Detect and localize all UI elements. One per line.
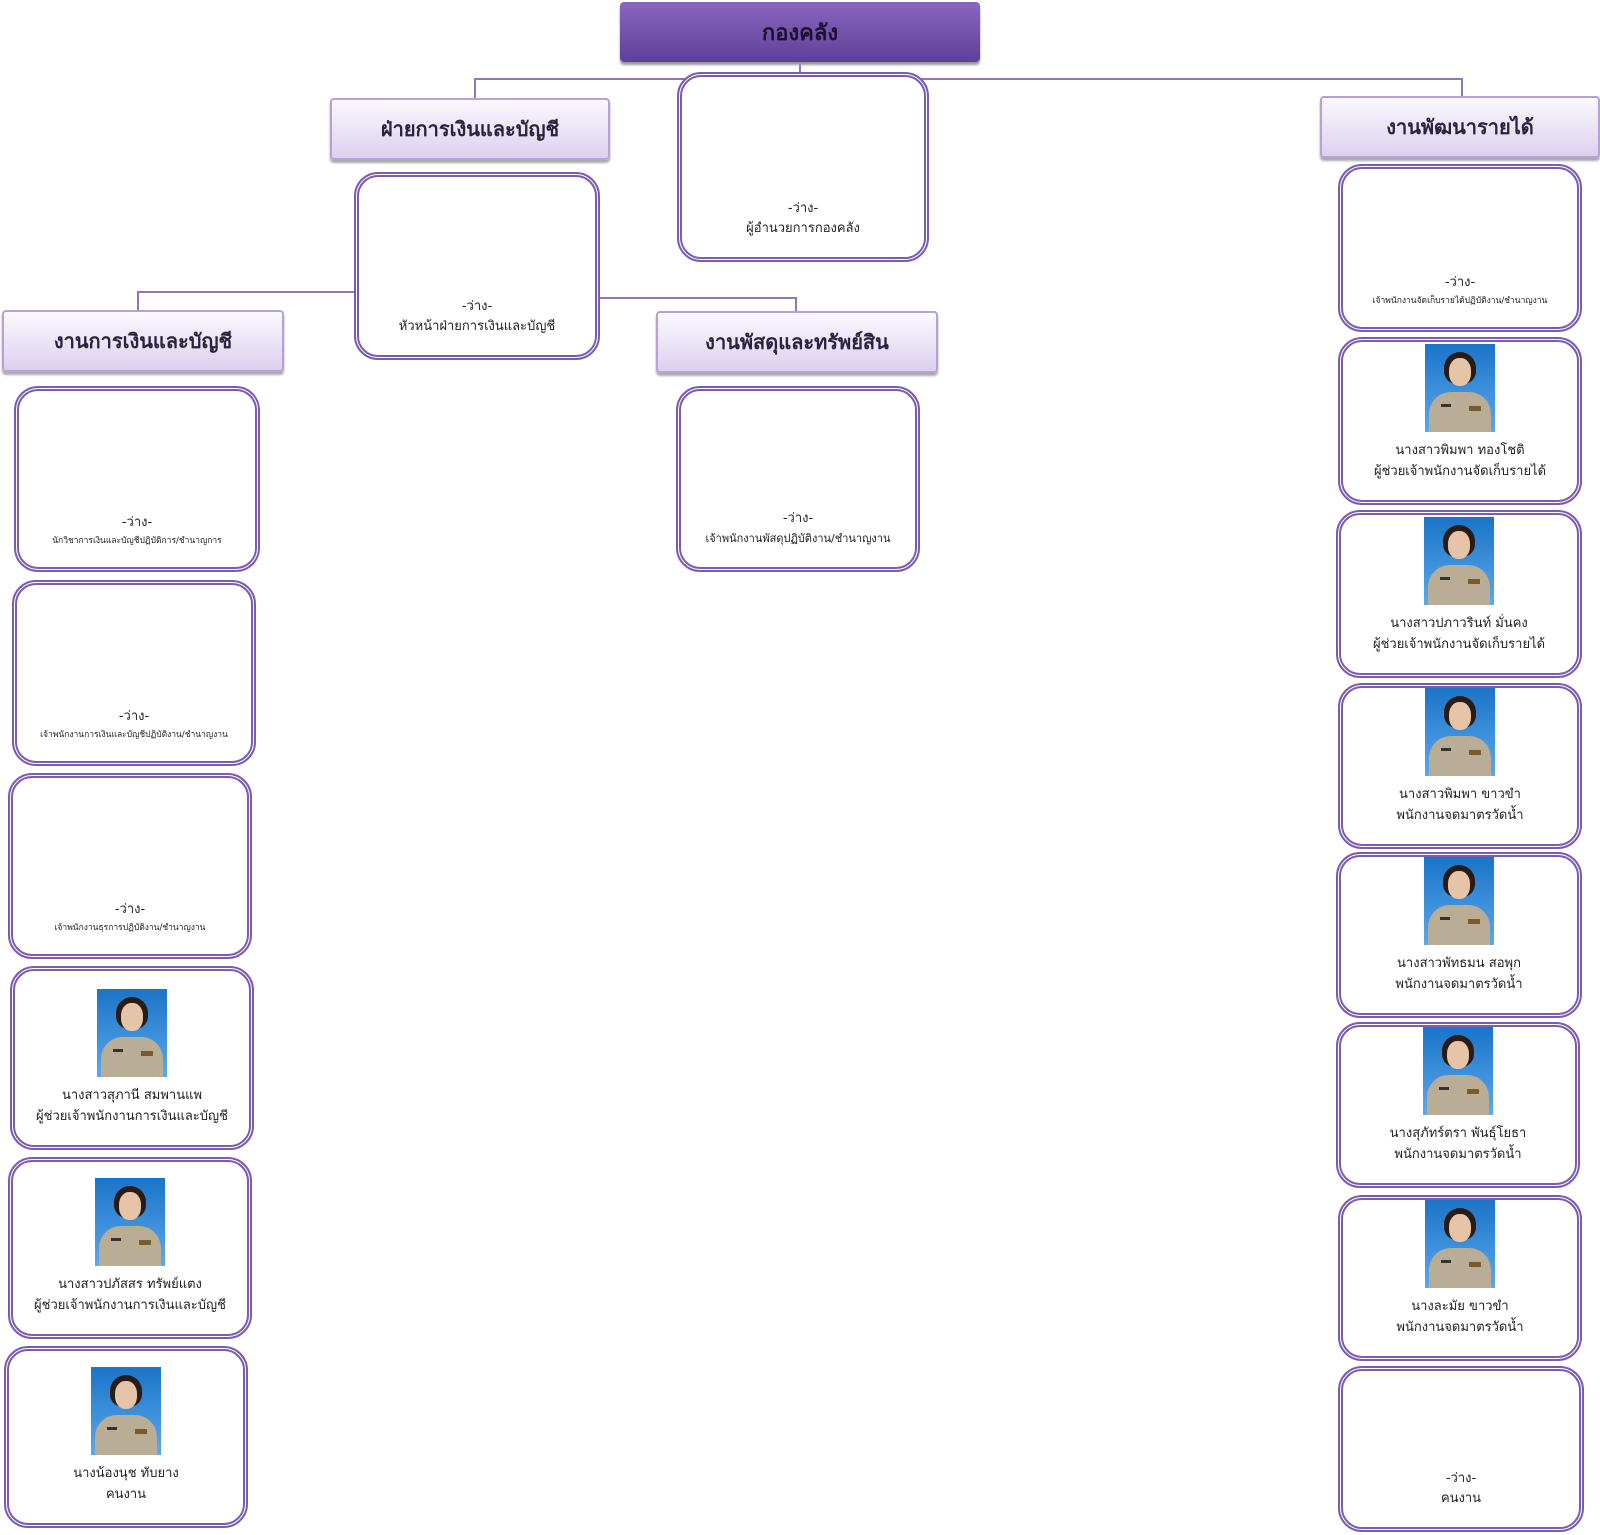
staff-card: นางสาวสุภานี สมพานแพ ผู้ช่วยเจ้าพนักงานก… <box>10 966 254 1150</box>
staff-name: นางสาวปภาวรินท์ มั่นคง <box>1390 616 1528 631</box>
position-title: คนงาน <box>105 1487 147 1502</box>
vacant-label: -ว่าง- <box>121 515 153 530</box>
staff-name: นางสาวพิมพา ขาวขำ <box>1399 787 1521 802</box>
staff-photo <box>1425 688 1495 776</box>
staff-name: นางสาวสุภานี สมพานแพ <box>61 1088 203 1103</box>
staff-card: นางสาวปภาวรินท์ มั่นคง ผู้ช่วยเจ้าพนักงา… <box>1336 510 1582 678</box>
position-title: พนักงานจดมาตรวัดน้ำ <box>1394 1147 1522 1162</box>
position-title: เจ้าพนักงานพัสดุปฏิบัติงาน/ชำนาญงาน <box>705 532 891 545</box>
section-header-revenue: งานพัฒนารายได้ <box>1320 96 1600 158</box>
finance-head-card: -ว่าง- หัวหน้าฝ่ายการเงินและบัญชี <box>354 172 600 360</box>
position-title: ผู้ช่วยเจ้าพนักงานการเงินและบัญชี <box>36 1109 228 1124</box>
staff-name: นางสาวพัทธมน สอพุก <box>1397 956 1521 971</box>
staff-card: -ว่าง- คนงาน <box>1338 1366 1584 1532</box>
position-title: เจ้าพนักงานการเงินและบัญชีปฏิบัติงาน/ชำน… <box>40 730 228 740</box>
staff-name: นางสุภัทร์ตรา พันธุ์โยธา <box>1389 1126 1527 1141</box>
position-title: ผู้ช่วยเจ้าพนักงานการเงินและบัญชี <box>34 1298 226 1313</box>
vacant-label: -ว่าง- <box>782 511 814 526</box>
vacant-label: -ว่าง- <box>461 299 493 314</box>
staff-photo <box>91 1367 161 1455</box>
staff-card: นางสาวปภัสสร ทรัพย์แตง ผู้ช่วยเจ้าพนักงา… <box>8 1157 252 1339</box>
vacant-label: -ว่าง- <box>1445 1471 1477 1486</box>
section-header-supply: งานพัสดุและทรัพย์สิน <box>656 311 938 373</box>
staff-card: -ว่าง- เจ้าพนักงานธุรการปฏิบัติงาน/ชำนาญ… <box>8 773 252 959</box>
staff-photo <box>1425 1200 1495 1288</box>
position-title: เจ้าพนักงานธุรการปฏิบัติงาน/ชำนาญงาน <box>54 923 206 933</box>
position-title: เจ้าพนักงานจัดเก็บรายได้ปฏิบัติงาน/ชำนาญ… <box>1372 296 1548 306</box>
staff-card: นางสาวพิมพา ขาวขำ พนักงานจดมาตรวัดน้ำ <box>1338 683 1582 849</box>
position-title: หัวหน้าฝ่ายการเงินและบัญชี <box>398 319 556 334</box>
staff-name: นางละมัย ขาวขำ <box>1411 1299 1509 1314</box>
staff-card: นางสาวพัทธมน สอพุก พนักงานจดมาตรวัดน้ำ <box>1336 852 1582 1018</box>
position-title: ผู้ช่วยเจ้าพนักงานจัดเก็บรายได้ <box>1372 637 1546 652</box>
position-title: พนักงานจดมาตรวัดน้ำ <box>1395 977 1523 992</box>
vacant-label: -ว่าง- <box>787 201 819 216</box>
director-card: -ว่าง- ผู้อำนวยการกองคลัง <box>677 72 929 262</box>
position-title: คนงาน <box>1440 1491 1482 1506</box>
section-header-finance-work: งานการเงินและบัญชี <box>2 310 284 372</box>
vacant-label: -ว่าง- <box>1444 275 1476 290</box>
vacant-label: -ว่าง- <box>118 709 150 724</box>
staff-photo <box>97 989 167 1077</box>
staff-photo <box>1423 1027 1493 1115</box>
staff-card: นางละมัย ขาวขำ พนักงานจดมาตรวัดน้ำ <box>1338 1195 1582 1361</box>
staff-card: -ว่าง- เจ้าพนักงานพัสดุปฏิบัติงาน/ชำนาญง… <box>676 386 920 572</box>
staff-photo <box>1424 857 1494 945</box>
position-title: นักวิชาการเงินและบัญชีปฏิบัติการ/ชำนาญกา… <box>52 536 222 546</box>
vacant-label: -ว่าง- <box>114 902 146 917</box>
staff-card: นางสาวพิมพา ทองโชติ ผู้ช่วยเจ้าพนักงานจั… <box>1338 337 1582 505</box>
staff-name: นางสาวปภัสสร ทรัพย์แตง <box>58 1277 202 1292</box>
position-title: พนักงานจดมาตรวัดน้ำ <box>1396 808 1524 823</box>
staff-card: -ว่าง- เจ้าพนักงานจัดเก็บรายได้ปฏิบัติงา… <box>1338 164 1582 332</box>
staff-name: นางสาวพิมพา ทองโชติ <box>1395 443 1525 458</box>
section-header-finance-dept: ฝ่ายการเงินและบัญชี <box>330 98 610 160</box>
division-header: กองคลัง <box>620 2 980 62</box>
staff-photo <box>1424 517 1494 605</box>
staff-photo <box>95 1178 165 1266</box>
staff-card: -ว่าง- เจ้าพนักงานการเงินและบัญชีปฏิบัติ… <box>12 580 256 766</box>
position-title: ผู้อำนวยการกองคลัง <box>746 221 860 236</box>
staff-card: -ว่าง- นักวิชาการเงินและบัญชีปฏิบัติการ/… <box>14 386 260 572</box>
staff-card: นางน้องนุช ทับยาง คนงาน <box>4 1346 248 1528</box>
staff-card: นางสุภัทร์ตรา พันธุ์โยธา พนักงานจดมาตรวั… <box>1336 1022 1580 1188</box>
staff-name: นางน้องนุช ทับยาง <box>73 1466 179 1481</box>
staff-photo <box>1425 344 1495 432</box>
position-title: ผู้ช่วยเจ้าพนักงานจัดเก็บรายได้ <box>1373 464 1547 479</box>
position-title: พนักงานจดมาตรวัดน้ำ <box>1396 1320 1524 1335</box>
